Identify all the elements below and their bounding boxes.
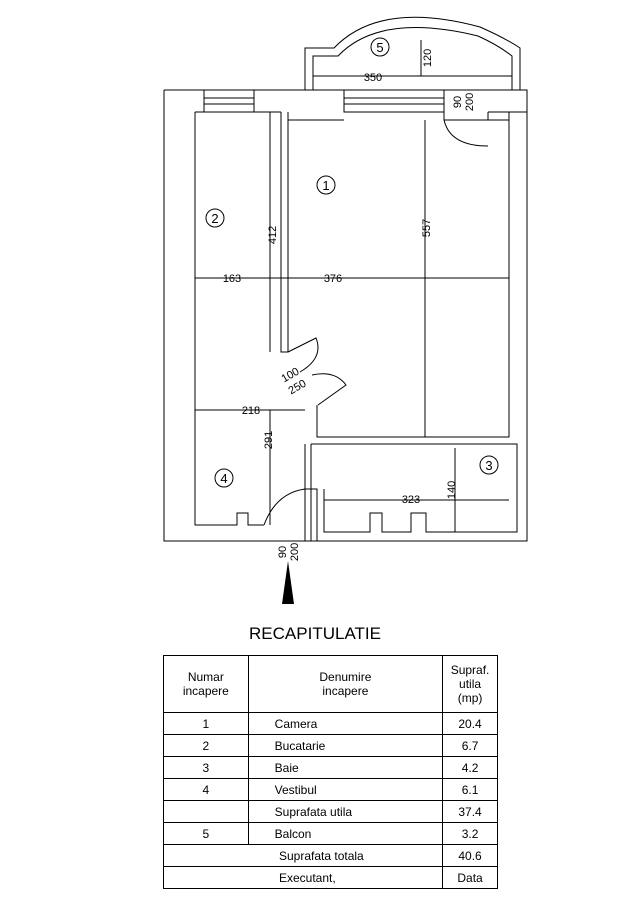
balcony-outline [304, 16, 521, 90]
dim-room3-width: 323 [402, 494, 420, 506]
dim-room4-width: 218 [242, 405, 260, 417]
door-top [443, 119, 489, 147]
dim-room1-width: 376 [324, 273, 342, 285]
dim-balcony-depth: 120 [422, 49, 434, 67]
recap-title: RECAPITULATIE [249, 624, 381, 643]
door-entry [263, 488, 318, 541]
room-number-2: 2 [211, 211, 218, 226]
room-number-5: 5 [376, 40, 383, 55]
header-supraf: Supraf.utila(mp) [442, 655, 498, 713]
room-number-3: 3 [485, 458, 492, 473]
door-mid [287, 337, 347, 406]
room-number-4: 4 [220, 471, 227, 486]
dim-room2-width: 163 [223, 273, 241, 285]
table-row: 1 Camera 20.4 [163, 712, 498, 735]
table-row: 3 Baie 4.2 [163, 756, 498, 779]
dim-room1-height: 557 [421, 219, 433, 237]
bath-wall [311, 443, 518, 533]
dim-balcony-width: 350 [364, 72, 382, 84]
outer-wall [163, 89, 528, 542]
partition-wall [280, 112, 344, 353]
window-kitchen [203, 89, 255, 113]
footer-row: Executant, Data [162, 866, 498, 889]
table-row: Suprafata utila 37.4 [163, 800, 498, 823]
room1-wall [316, 112, 510, 438]
dim-door-top-h: 200 [464, 93, 476, 111]
dim-room2-height: 412 [267, 226, 279, 244]
dim-room3-depth: 140 [446, 481, 458, 499]
inner-wall [194, 111, 254, 130]
dim-room4-height: 291 [263, 431, 275, 449]
window-room [343, 89, 445, 113]
floor-plan: 1 2 3 4 5 350 120 90 200 412 557 163 376… [163, 16, 528, 604]
table-row: 2 Bucatarie 6.7 [163, 734, 498, 757]
table-row: 5 Balcon 3.2 [163, 822, 498, 845]
table-row: 4 Vestibul 6.1 [163, 778, 498, 801]
dim-door-top-w: 90 [452, 96, 464, 108]
total-row: Suprafata totala 40.6 [162, 844, 498, 867]
room-number-1: 1 [322, 178, 329, 193]
entry-arrow-icon [282, 561, 294, 604]
dim-door-entry-h: 200 [289, 543, 301, 561]
dim-door-entry-w: 90 [277, 546, 289, 558]
inner-wall [194, 112, 264, 526]
